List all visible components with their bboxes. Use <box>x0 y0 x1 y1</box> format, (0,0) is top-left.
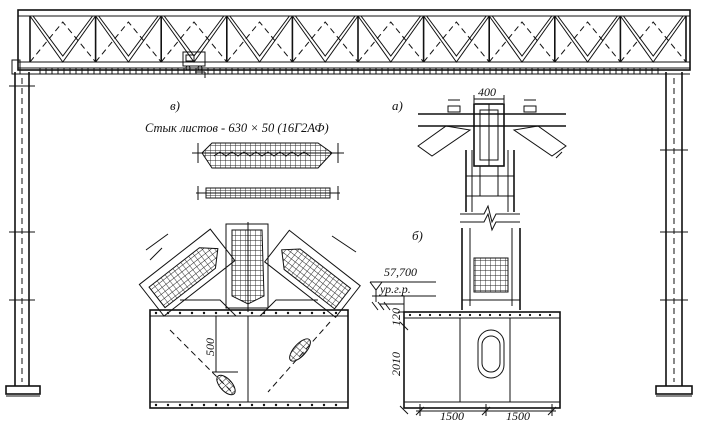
bolt <box>238 403 242 407</box>
bolt <box>166 311 170 315</box>
truss-counter-diagonal <box>292 21 359 63</box>
truss-counter-diagonal <box>488 21 556 63</box>
trolley-cab <box>182 51 206 78</box>
bolt <box>458 313 462 317</box>
bolt <box>310 403 314 407</box>
bolt <box>238 311 242 315</box>
truss-diagonal <box>226 15 293 63</box>
truss-diagonal-inner <box>426 15 487 57</box>
truss-counter-diagonal <box>357 21 424 63</box>
maintenance-platform <box>18 67 690 75</box>
bolt <box>214 403 218 407</box>
truss-counter-diagonal <box>29 21 96 63</box>
bolt <box>528 313 532 317</box>
ground-level-label: ур.г.р. <box>379 282 411 296</box>
truss-counter-diagonal <box>226 21 293 63</box>
splice-plate-top <box>192 142 344 169</box>
truss-diagonal-inner <box>98 15 159 57</box>
bolt <box>438 313 442 317</box>
dim-2010: 2010 <box>389 352 403 376</box>
bolt <box>538 313 542 317</box>
bolt <box>190 311 194 315</box>
bolt <box>286 311 290 315</box>
truss-diagonal-inner <box>557 15 618 57</box>
truss-diagonal <box>291 15 359 63</box>
bolt <box>322 403 326 407</box>
bolt <box>166 403 170 407</box>
bolt <box>154 403 158 407</box>
bolt <box>226 403 230 407</box>
top-truss <box>17 9 691 78</box>
bolt <box>468 313 472 317</box>
bolt <box>298 311 302 315</box>
bolt <box>334 403 338 407</box>
truss-diagonal <box>160 15 228 63</box>
truss-diagonal-inner <box>32 15 94 57</box>
bolt <box>178 311 182 315</box>
bolt <box>214 311 218 315</box>
dim-500: 500 <box>203 338 217 356</box>
dim-1500-left: 1500 <box>440 409 464 422</box>
splice-plate-side <box>196 186 340 200</box>
truss-diagonal-inner <box>229 15 290 57</box>
bolt <box>274 311 278 315</box>
bolt <box>488 313 492 317</box>
truss-diagonal-inner <box>360 15 422 57</box>
splice-caption: Стык листов - 630 × 50 (16Г2АФ) <box>145 121 329 135</box>
truss-counter-diagonal <box>554 21 621 63</box>
bolt <box>202 403 206 407</box>
bolt <box>190 403 194 407</box>
truss-counter-diagonal <box>95 21 162 63</box>
column-base <box>369 228 561 416</box>
dim-1500-right: 1500 <box>506 409 530 422</box>
truss-diagonal-inner <box>294 15 356 57</box>
view-a-label: а) <box>392 98 403 113</box>
truss-diagonal <box>29 15 97 63</box>
bolt <box>274 403 278 407</box>
bolt <box>310 311 314 315</box>
truss-counter-diagonal <box>620 21 687 63</box>
left-column <box>5 59 41 397</box>
bolt <box>334 311 338 315</box>
bolt <box>518 313 522 317</box>
bolt <box>498 313 502 317</box>
truss-diagonal <box>619 15 687 63</box>
bolt <box>548 313 552 317</box>
dim-120: 120 <box>389 308 403 326</box>
view-v-label: в) <box>170 98 180 113</box>
truss-counter-diagonal <box>160 21 228 63</box>
truss-diagonal <box>423 15 490 63</box>
bolt <box>250 403 254 407</box>
elevation-value: 57,700 <box>384 265 417 279</box>
bolt <box>226 311 230 315</box>
truss-counter-diagonal <box>423 21 490 63</box>
truss-diagonal <box>95 15 162 63</box>
bolt <box>262 311 266 315</box>
bolt <box>418 313 422 317</box>
truss-diagonal <box>488 15 556 63</box>
view-b-label: б) <box>412 228 423 243</box>
bolt <box>178 403 182 407</box>
bolt <box>478 313 482 317</box>
bolt <box>262 403 266 407</box>
bolt <box>508 313 512 317</box>
truss-diagonal-inner <box>622 15 684 57</box>
truss-diagonal <box>357 15 425 63</box>
bolt <box>428 313 432 317</box>
bolt <box>250 311 254 315</box>
bolt <box>154 311 158 315</box>
right-column <box>655 72 693 397</box>
top-joint <box>417 95 567 232</box>
bolt <box>322 311 326 315</box>
bolt <box>202 311 206 315</box>
dim-400: 400 <box>478 85 496 99</box>
bolt <box>408 313 412 317</box>
truss-diagonal-inner <box>491 15 553 57</box>
gusset-node <box>138 222 361 409</box>
truss-diagonal <box>554 15 621 63</box>
bolt <box>448 313 452 317</box>
bolt <box>298 403 302 407</box>
bolt <box>286 403 290 407</box>
